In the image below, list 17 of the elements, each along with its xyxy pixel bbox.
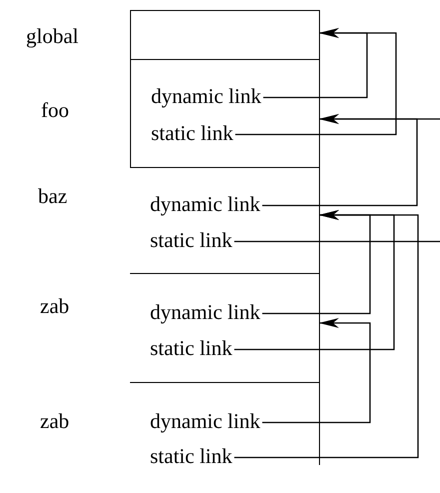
link-label: static link — [150, 230, 232, 251]
frame-name: baz — [38, 186, 68, 207]
link-label: dynamic link — [151, 86, 262, 107]
link-label: static link — [151, 123, 234, 144]
link-arrow — [262, 318, 371, 424]
link-label: dynamic link — [150, 302, 260, 323]
link-arrow — [234, 210, 419, 458]
link-label: dynamic link — [150, 411, 260, 432]
frame-name: zab — [40, 296, 70, 317]
link-label: dynamic link — [150, 194, 260, 215]
link-label: static link — [150, 446, 232, 467]
frame-name: foo — [41, 100, 69, 121]
link-arrow — [319, 114, 440, 124]
link-arrow — [235, 28, 397, 136]
link-label: static link — [150, 338, 232, 359]
frame-name: global — [26, 26, 78, 47]
frame-name: zab — [40, 411, 70, 432]
